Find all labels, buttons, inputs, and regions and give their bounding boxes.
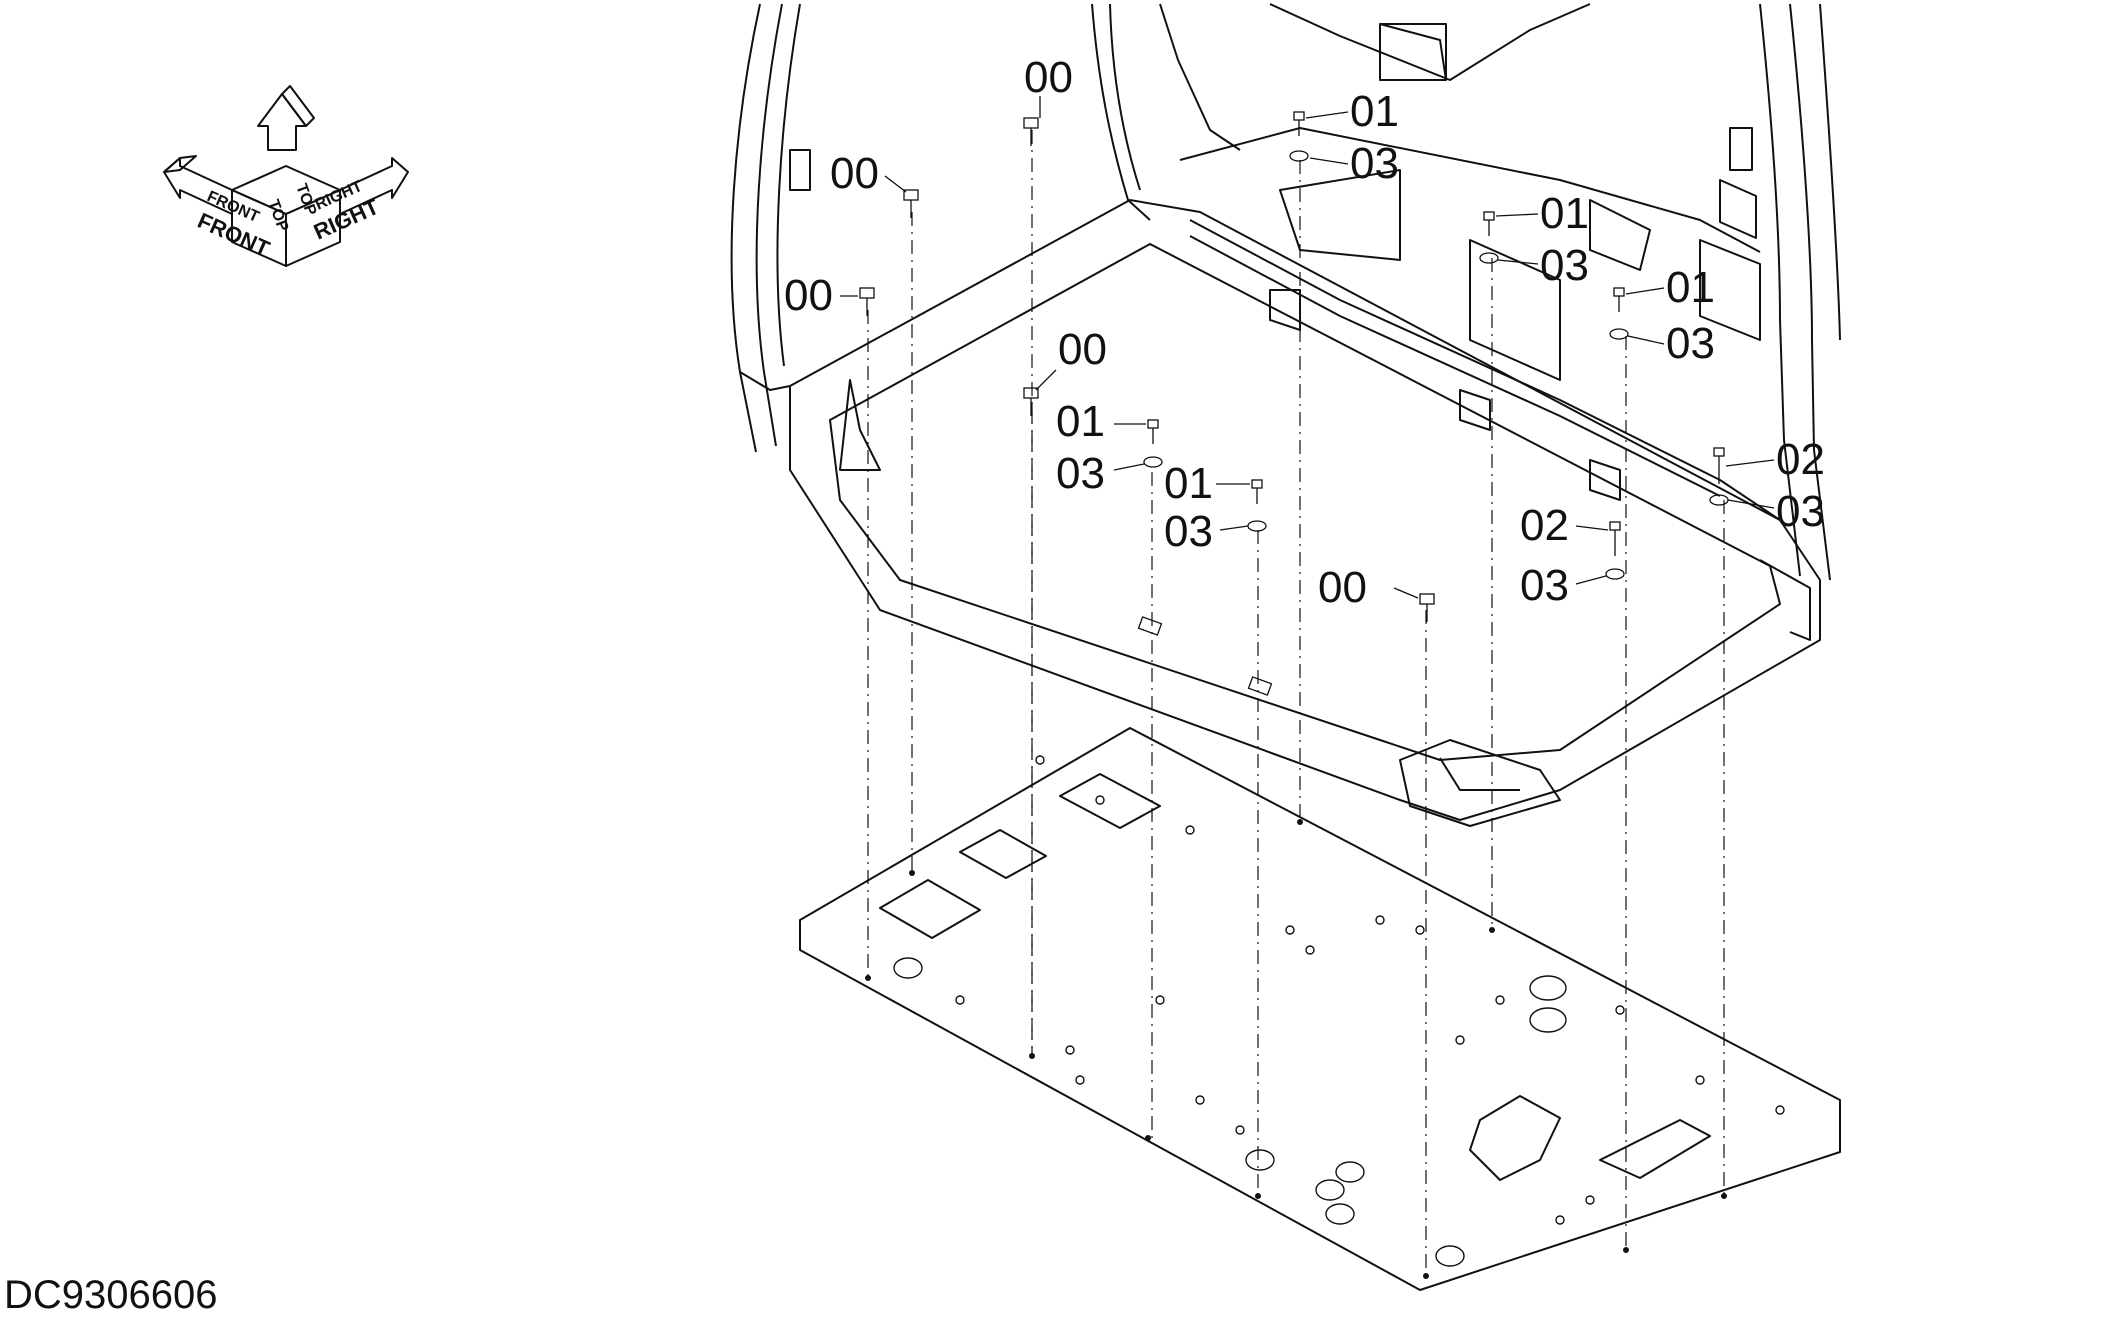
- callout-02: 02: [1776, 435, 1825, 484]
- washer-icon: [1605, 568, 1625, 580]
- callout-00: 00: [830, 149, 879, 198]
- washer-icon: [1479, 252, 1499, 264]
- screw-icon: [1147, 419, 1159, 444]
- callout-00-overlay: 00: [1026, 53, 1075, 102]
- callout-01: 01: [1056, 397, 1105, 446]
- callout-00: 00: [1058, 325, 1107, 374]
- screw-icon: [1293, 111, 1305, 136]
- long-screw-icon: [1609, 521, 1621, 556]
- washer-icon: [1247, 520, 1267, 532]
- callout-03: 03: [1350, 139, 1399, 188]
- callout-00: 00: [784, 271, 833, 320]
- drawing-id: DC9306606: [4, 1273, 218, 1317]
- fastener-set: [859, 111, 1729, 622]
- callout-01: 01: [1350, 87, 1399, 136]
- orientation-indicator-icon: FRONT FRONT TOP TOP RIGHT RIGHT: [163, 85, 409, 267]
- callout-03: 03: [1520, 561, 1569, 610]
- callout-01: 01: [1164, 459, 1213, 508]
- floor-plate: [799, 727, 1841, 1291]
- screw-icon: [1613, 287, 1625, 312]
- callout-00: 00: [1024, 53, 1073, 102]
- callout-03: 03: [1164, 507, 1213, 556]
- cab-frame: [730, 3, 1841, 581]
- washer-icon: [1143, 456, 1163, 468]
- screw-icon: [1251, 479, 1263, 504]
- orientation-label-top-1: TOP: [264, 198, 291, 235]
- bolt-icon: [1023, 387, 1039, 416]
- callout-leaders: [840, 96, 1775, 599]
- callout-02: 02: [1520, 501, 1569, 550]
- floor-frame: [789, 199, 1821, 827]
- washer-icon: [1289, 150, 1309, 162]
- long-screw-icon: [1713, 447, 1725, 484]
- callout-01: 01: [1666, 263, 1715, 312]
- bolt-icon: [1419, 593, 1435, 622]
- callout-03: 03: [1666, 319, 1715, 368]
- washer-icon: [1609, 328, 1629, 340]
- bolt-icon: [903, 189, 919, 218]
- screw-icon: [1483, 211, 1495, 236]
- callout-labels: 00 00 00 00 00 01 03 01 03 01 03 01 03 0…: [784, 53, 1825, 612]
- callout-03: 03: [1540, 241, 1589, 290]
- callout-03: 03: [1056, 449, 1105, 498]
- callout-03: 03: [1776, 487, 1825, 536]
- bolt-icon: [859, 287, 875, 316]
- assembly-center-lines: [867, 130, 1725, 1276]
- callout-01: 01: [1540, 189, 1589, 238]
- callout-00: 00: [1318, 563, 1367, 612]
- bolt-icon: [1023, 117, 1039, 146]
